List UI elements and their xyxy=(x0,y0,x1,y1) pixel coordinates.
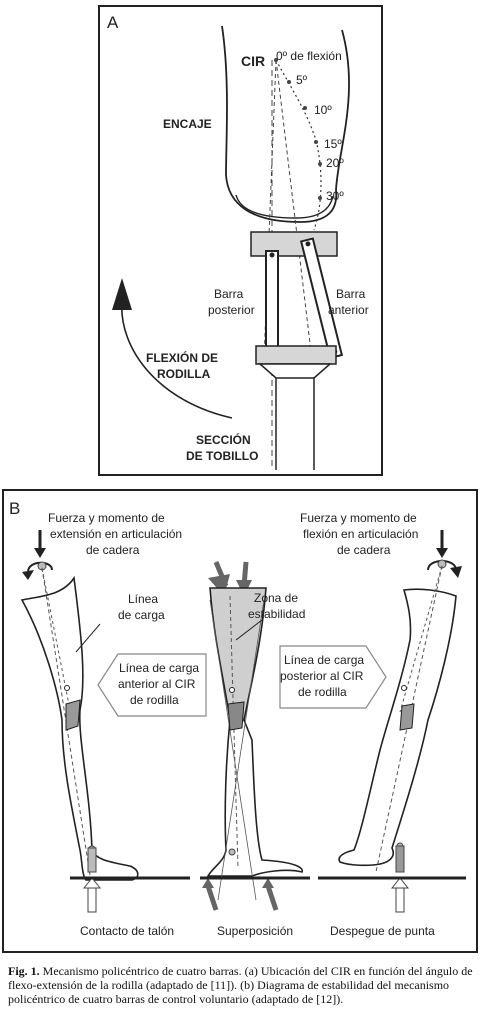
anterior-1: Línea de carga xyxy=(119,661,199,675)
lower-taper xyxy=(258,363,332,379)
anterior-3: de rodilla xyxy=(130,693,179,707)
panel-a-letter: A xyxy=(107,13,119,32)
flexion-arrow xyxy=(121,299,233,419)
cir-label: CIR xyxy=(241,53,265,69)
leg-toe-off xyxy=(338,530,462,913)
phase-toe-off: Despegue de punta xyxy=(330,924,435,938)
leg-1-pointer xyxy=(75,623,101,653)
encaje-label: ENCAJE xyxy=(163,117,212,131)
fuerza-right-3: de cadera xyxy=(337,543,391,557)
panel-a-frame xyxy=(98,5,383,476)
callout-anterior xyxy=(97,653,207,717)
linea-carga-2: de carga xyxy=(118,608,165,622)
panel-b-frame xyxy=(2,489,478,953)
angle-5: 5º xyxy=(296,73,308,87)
leg-2-outline xyxy=(206,719,304,877)
leg-superposition xyxy=(202,561,304,911)
upper-block xyxy=(250,231,338,257)
barra-posterior-2: posterior xyxy=(208,303,255,317)
panel-a: A CIR 0º de flexión 5º 10º 15º 20º 30º E… xyxy=(98,5,383,476)
leg-3-outline xyxy=(338,588,457,867)
fuerza-left-3: de cadera xyxy=(86,543,140,557)
posterior-bar xyxy=(265,250,279,362)
zona-2: estabilidad xyxy=(248,607,305,621)
barra-anterior-2: anterior xyxy=(328,303,369,317)
figure-caption: Fig. 1. Mecanismo policéntrico de cuatro… xyxy=(8,964,476,1006)
fuerza-right-1: Fuerza y momento de xyxy=(300,511,417,525)
fuerza-left-2: extensión en articulación xyxy=(50,527,182,541)
angle-20: 20º xyxy=(326,156,344,170)
flexion-label-2: RODILLA xyxy=(157,367,211,381)
leg-1-outline xyxy=(20,575,139,881)
linea-carga-1: Línea xyxy=(128,592,158,606)
seccion-label-1: SECCIÓN xyxy=(196,432,251,447)
figure: A CIR 0º de flexión 5º 10º 15º 20º 30º E… xyxy=(2,5,478,953)
callout-posterior xyxy=(279,645,387,709)
angle-15: 15º xyxy=(324,137,342,151)
flexion-label-1: FLEXIÓN DE xyxy=(146,350,218,365)
anterior-2: anterior al CIR xyxy=(118,677,196,691)
panel-b: B Fuerza y momento de extensión en artic… xyxy=(2,489,478,953)
socket-outline xyxy=(221,25,350,223)
socket-inner xyxy=(235,194,334,219)
posterior-3: de rodilla xyxy=(298,685,347,699)
angle-10: 10º xyxy=(314,103,332,117)
posterior-1: Línea de carga xyxy=(284,653,364,667)
caption-text: Mecanismo policéntrico de cuatro barras.… xyxy=(8,964,473,1006)
phase-superposition: Superposición xyxy=(217,924,293,938)
barra-anterior-1: Barra xyxy=(336,287,366,301)
zona-1: Zona de xyxy=(254,591,298,605)
load-line-diag-1 xyxy=(275,59,313,361)
seccion-label-2: DE TOBILLO xyxy=(186,449,258,463)
angle-0: 0º de flexión xyxy=(276,49,342,63)
barra-posterior-1: Barra xyxy=(214,287,244,301)
posterior-2: posterior al CIR xyxy=(280,669,364,683)
panel-b-letter: B xyxy=(9,499,20,518)
leg-heel-contact xyxy=(20,530,139,913)
angle-30: 30º xyxy=(326,189,344,203)
flexion-arrow-head xyxy=(112,278,132,310)
phase-heel-contact: Contacto de talón xyxy=(80,924,174,938)
caption-label: Fig. 1. xyxy=(8,964,40,978)
load-line-diag-2 xyxy=(263,59,277,361)
fuerza-right-2: flexión en articulación xyxy=(303,527,418,541)
fuerza-left-1: Fuerza y momento de xyxy=(48,511,165,525)
lower-block xyxy=(255,345,337,365)
